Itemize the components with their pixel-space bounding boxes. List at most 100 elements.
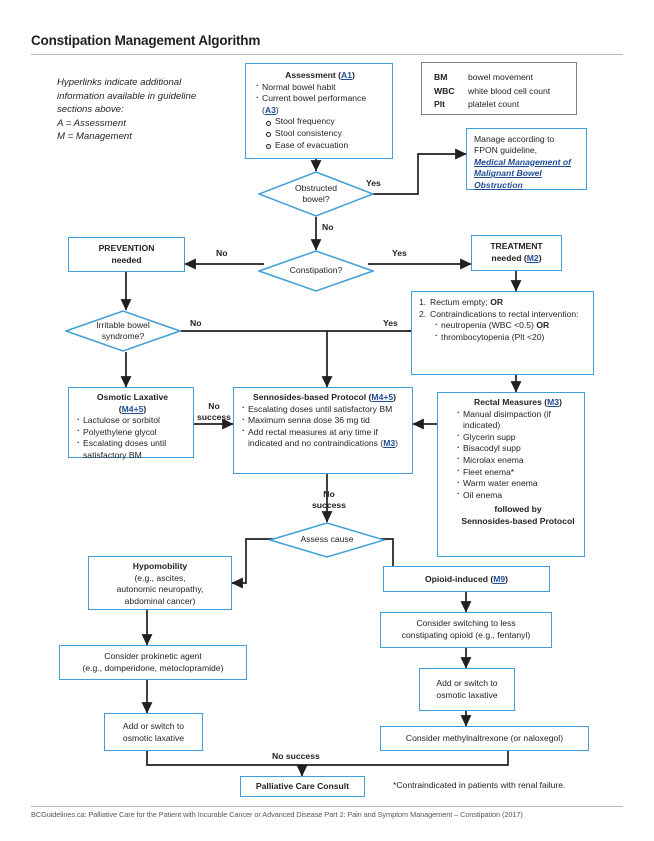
edge-label-bottom-no-success: No success [272,751,320,761]
sennosides-heading-text: Sennosides-based Protocol [252,392,367,402]
prokinetic-line: (e.g., domperidone, metoclopramide) [82,662,224,673]
hypomobility-line: abdominal cancer) [124,595,196,606]
fpon-line1: Manage according to [474,134,555,144]
footer-citation: BCGuidelines.ca: Palliative Care for the… [31,810,523,819]
node-osmotic-laxative: Osmotic Laxative (M4+5) Lactulose or sor… [68,387,194,461]
link-m4-5[interactable]: M4+5 [121,403,144,414]
node-hypomobility: Hypomobility (e.g., ascites, autonomic n… [88,556,232,610]
decision-label: Irritable bowel syndrome? [96,319,150,341]
hypomobility-heading: Hypomobility [132,561,188,571]
criteria-1-text: Rectum empty; [430,297,488,307]
switch-opioid-line: constipating opioid (e.g., fentanyl) [401,629,531,640]
link-m2[interactable]: M2 [526,252,539,263]
osmotic-switch-line: Add or switch to [122,721,185,731]
list-item: Maximum senna dose 36 mg tid [241,414,408,427]
opioid-induced-heading-text: Opioid-induced [424,574,488,584]
list-item: Bisacodyl supp [456,442,580,455]
list-item: Stool frequency [266,116,385,128]
list-item: Lactulose or sorbitol [76,414,189,427]
hypomobility-line: autonomic neuropathy, [116,584,204,595]
node-prokinetic-agent: Consider prokinetic agent (e.g., domperi… [59,645,247,680]
switch-opioid-line: Consider switching to less [416,618,516,628]
criteria-1-or: OR [490,297,504,307]
footer-divider [31,806,623,807]
list-item: Oil enema [456,488,580,502]
edge-label-constipation-no: No [216,248,228,258]
osmotic-heading: Osmotic Laxative [96,392,169,402]
list-item: Manual disimpaction (if indicated) [456,407,580,432]
abbr-meaning: platelet count [468,99,520,109]
link-m9[interactable]: M9 [493,574,506,584]
sennosides-list: Escalating doses until satisfactory BM M… [241,402,408,450]
link-a3[interactable]: A3 [264,104,276,115]
list-item-text: Current bowel performance [262,93,367,104]
node-palliative-care-consult: Palliative Care Consult [240,776,365,797]
treatment-line2: needed (M2) [491,252,542,263]
list-item: Ease of evacuation [266,140,385,152]
list-item-text: Add rectal measures at any time if indic… [248,426,378,449]
node-add-switch-osmotic-left: Add or switch to osmotic laxative [104,713,203,751]
link-m3[interactable]: M3 [383,438,396,449]
list-item: Normal bowel habit [255,80,385,94]
list-item: neutropenia (WBC <0.5) OR [434,319,589,332]
node-rectal-measures: Rectal Measures (M3) Manual disimpaction… [437,392,585,557]
diamond-shape [256,171,376,217]
abbreviation-list: BM bowel movement WBC white blood cell c… [434,71,550,110]
criteria-sublist: neutropenia (WBC <0.5) OR thrombocytopen… [430,319,589,344]
link-m4-5[interactable]: M4+5 [371,392,394,402]
list-item: Polyethylene glycol [76,425,189,439]
abbr-meaning: white blood cell count [468,85,551,96]
node-assessment: Assessment (A1) Normal bowel habit Curre… [245,63,393,159]
edge-label-sennosides-no-success: No success [312,489,346,510]
osmotic-switch-line: osmotic laxative [436,689,498,700]
abbr-term: WBC [434,85,455,96]
edge-label-ibs-no: No [190,318,202,328]
assessment-list: Normal bowel habit Current bowel perform… [255,80,385,117]
prevention-line1: PREVENTION [98,243,155,253]
osmotic-switch-line: Add or switch to [436,678,498,688]
abbreviations-box: BM bowel movement WBC white blood cell c… [421,62,577,115]
node-switch-opioid: Consider switching to less constipating … [380,612,552,648]
node-prevention-needed: PREVENTION needed [68,237,185,272]
node-methylnaltrexone: Consider methylnaltrexone (or naloxegol) [380,726,589,751]
list-item: Contraindications to rectal intervention… [419,309,589,344]
abbr-meaning: bowel movement [468,72,533,82]
footnote-contraindicated: *Contraindicated in patients with renal … [393,780,566,790]
node-add-switch-osmotic-right: Add or switch to osmotic laxative [419,668,515,711]
decision-assess-cause: Assess cause [267,522,387,558]
edge-label-obstructed-yes: Yes [366,178,381,188]
link-a1[interactable]: A1 [341,70,352,80]
prevention-line2: needed [111,254,142,265]
hypomobility-line: (e.g., ascites, [134,572,186,583]
treatment-line2-text: needed [491,252,522,263]
list-item: Fleet enema* [456,465,580,479]
opioid-induced-heading: Opioid-induced (M9) [424,574,509,584]
abbr-term: BM [434,72,448,82]
decision-constipation: Constipation? [256,250,376,292]
list-item: Glycerin supp [456,430,580,444]
list-item: Rectum empty; OR [419,297,589,309]
edge-label-ibs-yes: Yes [383,318,398,328]
decision-obstructed-bowel: Obstructed bowel? [256,171,376,217]
decision-label: Obstructed bowel? [294,182,338,204]
diamond-shape [267,522,387,558]
osmotic-list: Lactulose or sorbitol Polyethylene glyco… [76,414,189,461]
node-fpon-guideline: Manage according to FPON guideline, Medi… [466,128,587,190]
diamond-shape [63,310,183,352]
list-item: Current bowel performance (A3) [255,92,385,116]
prokinetic-line: Consider prokinetic agent [104,651,202,661]
list-item: Warm water enema [456,477,580,490]
list-item: thrombocytopenia (Plt <20) [434,330,589,344]
rectal-measures-heading-text: Rectal Measures [474,397,542,407]
rectal-measures-footer1: followed by [494,504,542,515]
list-item: Stool consistency [266,128,385,140]
rectal-measures-footer2: Sennosides-based Protocol [461,515,575,526]
link-malignant-bowel-obstruction[interactable]: Medical Management of Malignant Bowel Ob… [474,156,571,190]
list-item: Escalating doses until satisfactory BM [241,402,408,416]
fpon-line2: FPON guideline, [474,145,538,156]
link-m3[interactable]: M3 [547,397,560,407]
criteria-sub-1: neutropenia (WBC <0.5) [441,320,534,331]
list-item: Escalating doses until satisfactory BM [76,437,189,461]
rectal-measures-list: Manual disimpaction (if indicated) Glyce… [456,407,580,502]
decision-irritable-bowel-syndrome: Irritable bowel syndrome? [63,310,183,352]
